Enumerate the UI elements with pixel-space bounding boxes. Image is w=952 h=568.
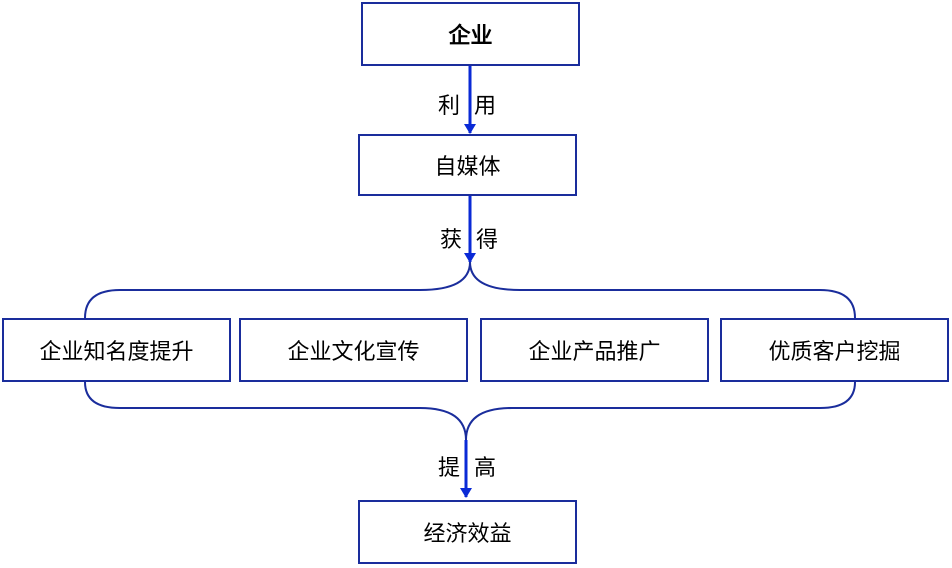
brace-top [84, 261, 471, 319]
node-economic-benefit: 经济效益 [358, 500, 577, 564]
brace-bottom [84, 381, 467, 441]
node-brand-awareness: 企业知名度提升 [2, 318, 231, 382]
node-product-promotion: 企业产品推广 [480, 318, 709, 382]
node-culture-promotion: 企业文化宣传 [239, 318, 468, 382]
edge-label-gain: 获得 [440, 228, 513, 253]
edge-label-improve: 提高 [438, 456, 511, 481]
node-self-media: 自媒体 [358, 134, 577, 196]
brace-bottom-right [465, 381, 856, 441]
edge-label-use: 利用 [438, 94, 511, 119]
node-enterprise: 企业 [361, 2, 580, 66]
node-customer-mining: 优质客户挖掘 [720, 318, 949, 382]
brace-top-right [469, 261, 856, 319]
